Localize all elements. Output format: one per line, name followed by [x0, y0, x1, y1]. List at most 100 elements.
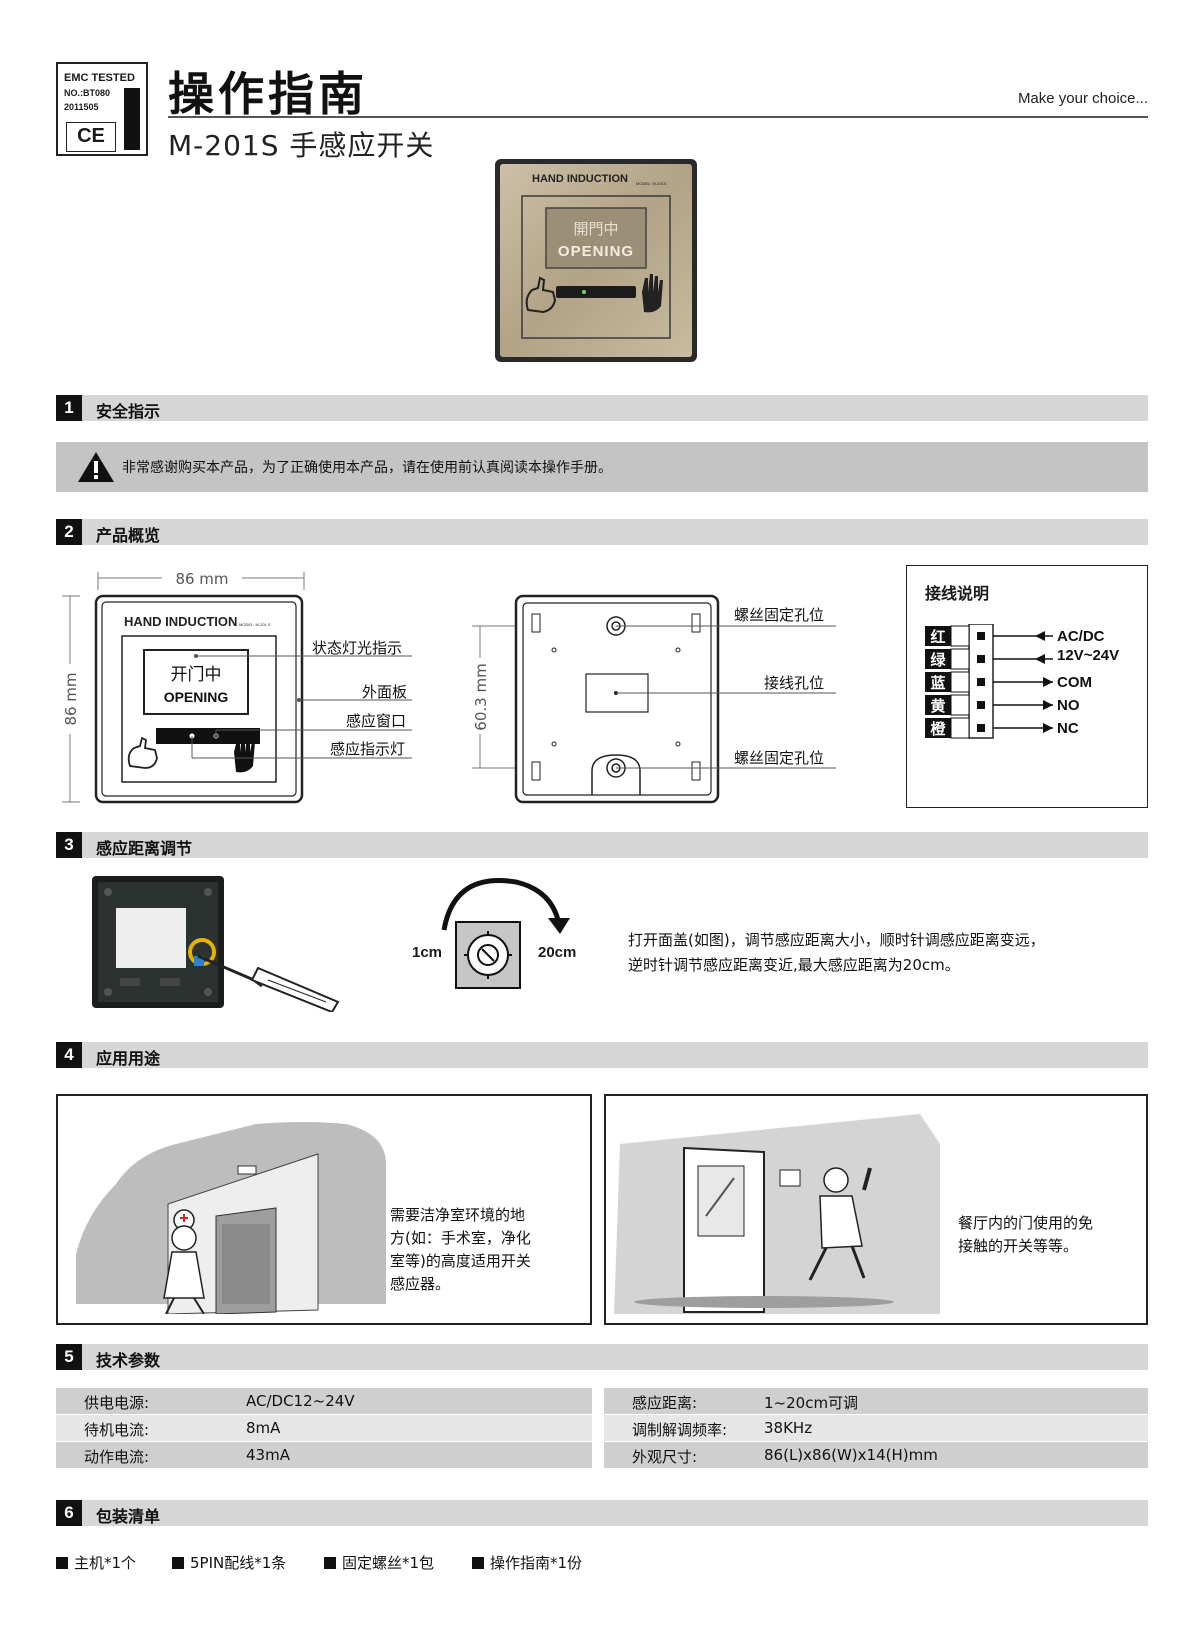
wiring-instructions-panel: 接线说明 红 绿 蓝 黄 橙 AC/DC 12V~24V COM NO NC — [906, 565, 1148, 808]
callout-wiring-hole: 接线孔位 — [764, 674, 825, 692]
front-brand: HAND INDUCTION — [124, 614, 237, 629]
wire-color-red: 红 — [930, 628, 945, 646]
section-number: 2 — [56, 519, 82, 545]
cleanroom-line2: 方(如：手术室，净化 — [390, 1229, 531, 1247]
section-number: 1 — [56, 395, 82, 421]
section-number: 4 — [56, 1042, 82, 1068]
spec-value: 8mA — [246, 1419, 281, 1437]
wire-label-acdc: AC/DC — [1057, 628, 1105, 645]
package-item-screws: 固定螺丝*1包 — [324, 1552, 434, 1573]
badge-bar — [124, 88, 140, 150]
section-title: 技术参数 — [96, 1351, 161, 1370]
section-5-header: 5 技术参数 — [56, 1344, 1148, 1370]
spec-value: 1~20cm可调 — [764, 1394, 859, 1412]
product-subtitle: M-201S 手感应开关 — [168, 129, 435, 162]
wire-label-no: NO — [1057, 697, 1080, 714]
spec-table-left: 供电电源: AC/DC12~24V 待机电流: 8mA 动作电流: 43mA — [56, 1388, 592, 1468]
bullet-square-icon — [56, 1557, 68, 1569]
spec-value: 38KHz — [764, 1419, 813, 1437]
wire-row-orange: 橙 — [925, 717, 1053, 739]
wire-color-orange: 橙 — [930, 720, 946, 738]
package-item-label: 操作指南*1份 — [490, 1554, 583, 1572]
ce-mark: CE — [66, 122, 116, 152]
photo-model: MODEL: M-201S — [636, 181, 667, 186]
application-panel-restaurant: 餐厅内的门使用的免 接触的开关等等。 — [604, 1094, 1148, 1325]
package-item-main-unit: 主机*1个 — [56, 1552, 136, 1573]
front-display-cn: 开门中 — [171, 665, 222, 685]
spec-value: 86(L)x86(W)x14(H)mm — [764, 1446, 938, 1464]
warning-icon — [78, 452, 114, 482]
package-item-cable: 5PIN配线*1条 — [172, 1552, 286, 1573]
spec-row: 外观尺寸: 86(L)x86(W)x14(H)mm — [604, 1442, 1148, 1468]
restaurant-description: 餐厅内的门使用的免 接触的开关等等。 — [958, 1212, 1093, 1258]
distance-instruction-line1: 打开面盖(如图)，调节感应距离大小，顺时针调感应距离变远， — [628, 931, 1045, 949]
spec-row: 待机电流: 8mA — [56, 1415, 592, 1441]
wire-label-com: COM — [1057, 674, 1092, 691]
wire-label-voltage: 12V~24V — [1057, 647, 1119, 664]
wire-color-yellow: 黄 — [930, 697, 945, 715]
wiring-diagram: 红 绿 蓝 黄 橙 AC/DC 12V~24V COM NO NC — [925, 624, 1119, 739]
section-number: 6 — [56, 1500, 82, 1526]
section-3-header: 3 感应距离调节 — [56, 832, 1148, 858]
restaurant-illustration — [614, 1114, 940, 1314]
package-item-manual: 操作指南*1份 — [472, 1552, 582, 1573]
section-title: 应用用途 — [96, 1049, 161, 1068]
product-photo: HAND INDUCTION MODEL: M-201S 開門中 OPENING — [495, 159, 697, 362]
distance-min-label: 1cm — [412, 944, 443, 961]
tagline: Make your choice... — [1017, 90, 1148, 107]
callout-sensor-window: 感应窗口 — [346, 712, 407, 730]
spec-row: 动作电流: 43mA — [56, 1442, 592, 1468]
wire-row-green: 绿 — [925, 648, 1053, 670]
distance-instruction-line2: 逆时针调节感应距离变近,最大感应距离为20cm。 — [628, 956, 960, 974]
cleanroom-line3: 室等)的高度适用开关 — [390, 1252, 531, 1270]
front-display-en: OPENING — [164, 689, 229, 705]
callout-status-light: 状态灯光指示 — [312, 639, 403, 657]
spec-label: 调制解调频率: — [632, 1421, 728, 1439]
spec-label: 供电电源: — [84, 1394, 150, 1412]
section-title: 感应距离调节 — [96, 839, 193, 858]
spec-row: 调制解调频率: 38KHz — [604, 1415, 1148, 1441]
spec-value: AC/DC12~24V — [246, 1392, 355, 1410]
safety-warning-banner: 非常感谢购买本产品，为了正确使用本产品，请在使用前认真阅读本操作手册。 — [56, 442, 1148, 492]
hospital-illustration — [76, 1122, 386, 1314]
spec-row: 供电电源: AC/DC12~24V — [56, 1388, 592, 1414]
spec-label: 感应距离: — [632, 1394, 698, 1412]
wire-row-blue: 蓝 — [925, 671, 1053, 693]
bullet-square-icon — [472, 1557, 484, 1569]
back-view-diagram: 60.3 mm — [470, 594, 836, 804]
distance-max-label: 20cm — [538, 944, 577, 961]
front-model: MODEL: M-201 S — [239, 622, 271, 627]
section-2-header: 2 产品概览 — [56, 519, 1148, 545]
emc-tested-label: EMC TESTED — [64, 72, 135, 84]
section-4-header: 4 应用用途 — [56, 1042, 1148, 1068]
wire-row-yellow: 黄 — [925, 694, 1053, 716]
cleanroom-line4: 感应器。 — [390, 1275, 451, 1293]
cleanroom-description: 需要洁净室环境的地 方(如：手术室，净化 室等)的高度适用开关 感应器。 — [390, 1204, 531, 1296]
photo-brand: HAND INDUCTION — [532, 173, 628, 185]
wire-color-green: 绿 — [930, 651, 946, 669]
callout-indicator-light: 感应指示灯 — [330, 740, 406, 758]
emc-date: 2011505 — [64, 102, 99, 112]
application-panel-cleanroom: 需要洁净室环境的地 方(如：手术室，净化 室等)的高度适用开关 感应器。 — [56, 1094, 592, 1325]
distance-knob-diagram — [441, 878, 570, 989]
emc-number: NO.:BT080 — [64, 88, 111, 98]
spec-table-right: 感应距离: 1~20cm可调 调制解调频率: 38KHz 外观尺寸: 86(L)… — [604, 1388, 1148, 1468]
wire-row-red: 红 — [925, 625, 1053, 647]
section-6-header: 6 包装清单 — [56, 1500, 1148, 1526]
warning-text: 非常感谢购买本产品，为了正确使用本产品，请在使用前认真阅读本操作手册。 — [122, 460, 612, 476]
page-title: 操作指南 — [168, 67, 368, 121]
spec-label: 动作电流: — [84, 1448, 150, 1466]
section-title: 包装清单 — [96, 1507, 161, 1526]
emc-certification-badge: EMC TESTED NO.:BT080 2011505 CE — [56, 62, 148, 156]
header-divider — [168, 116, 1148, 118]
section-number: 5 — [56, 1344, 82, 1370]
package-item-label: 5PIN配线*1条 — [190, 1554, 287, 1572]
section-1-header: 1 安全指示 — [56, 395, 1148, 421]
package-item-label: 固定螺丝*1包 — [342, 1554, 435, 1572]
section-number: 3 — [56, 832, 82, 858]
bullet-square-icon — [172, 1557, 184, 1569]
callout-screw-hole-bottom: 螺丝固定孔位 — [734, 749, 825, 767]
wiring-title: 接线说明 — [925, 584, 990, 603]
front-view-diagram: 86 mm 86 mm HAND INDUCTION MODEL: M-201 … — [60, 568, 412, 804]
cleanroom-line1: 需要洁净室环境的地 — [390, 1206, 526, 1224]
